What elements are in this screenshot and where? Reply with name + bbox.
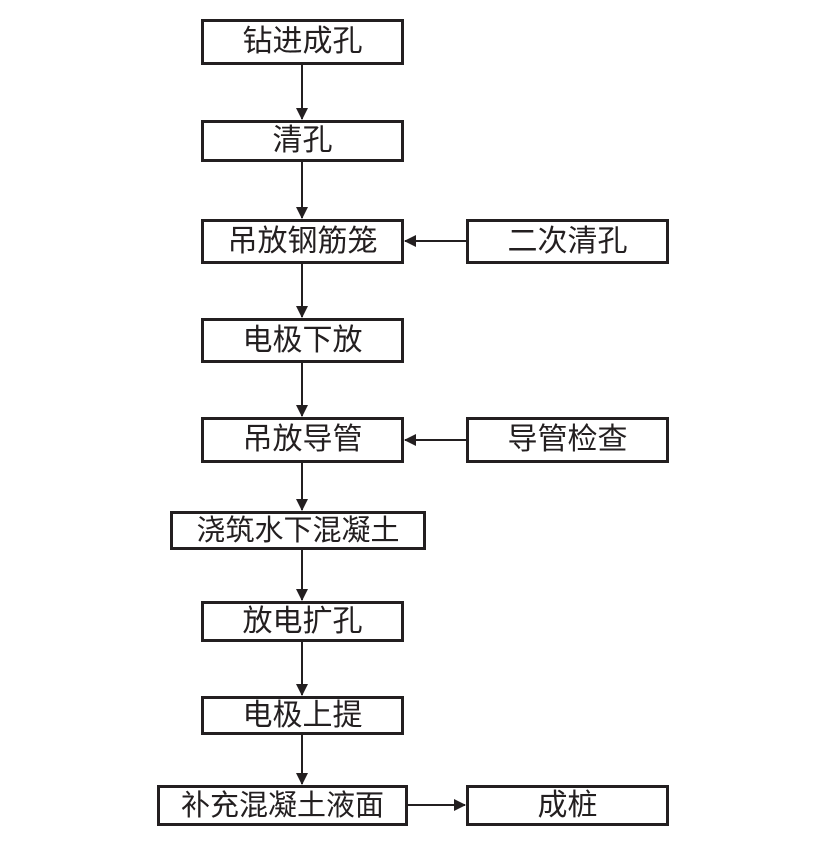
step-lower-electrode: 电极下放: [201, 318, 404, 363]
step-label: 二次清孔: [507, 223, 628, 259]
step-label: 电极上提: [242, 697, 363, 733]
step-label: 浇筑水下混凝土: [196, 513, 400, 547]
step-pour-underwater-concrete: 浇筑水下混凝土: [170, 511, 426, 550]
side-step-second-hole-cleaning: 二次清孔: [466, 219, 669, 264]
side-step-conduit-inspection: 导管检查: [466, 417, 669, 463]
step-label: 放电扩孔: [242, 603, 363, 639]
step-label: 导管检查: [507, 422, 628, 457]
step-clean-hole: 清孔: [201, 120, 404, 162]
step-label: 钻进成孔: [242, 24, 363, 59]
step-raise-electrode: 电极上提: [201, 696, 404, 735]
step-label: 吊放钢筋笼: [227, 223, 378, 259]
step-label: 成桩: [537, 787, 598, 823]
step-label: 补充混凝土液面: [180, 788, 384, 822]
step-lower-conduit: 吊放导管: [201, 417, 404, 463]
side-step-finished-pile: 成桩: [466, 785, 669, 826]
step-lower-rebar-cage: 吊放钢筋笼: [201, 219, 404, 264]
step-label: 清孔: [272, 123, 333, 158]
step-label: 电极下放: [242, 322, 363, 358]
step-top-up-concrete-level: 补充混凝土液面: [157, 785, 408, 826]
step-drill-hole: 钻进成孔: [201, 19, 404, 65]
step-label: 吊放导管: [242, 422, 363, 457]
step-discharge-reaming: 放电扩孔: [201, 601, 404, 642]
